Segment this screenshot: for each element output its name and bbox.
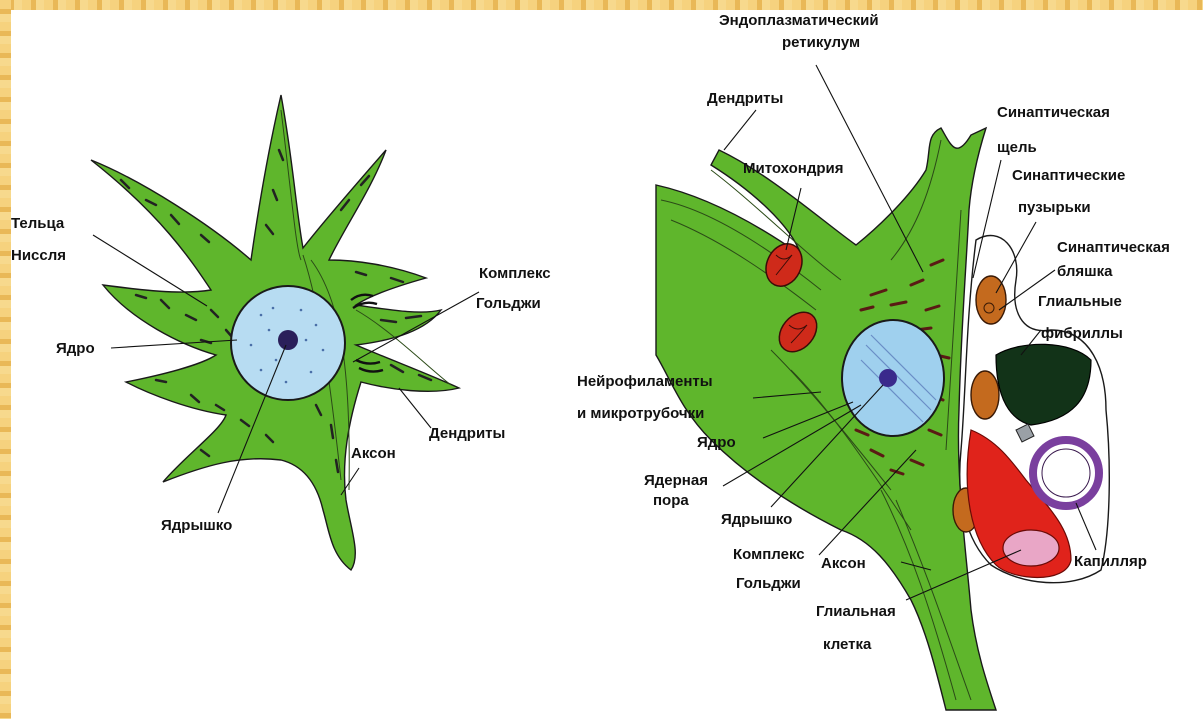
right-label-capillary: Капилляр <box>1074 553 1147 570</box>
left-label-nucleus: Ядро <box>56 340 95 357</box>
right-label-synaptic-cleft-line1: Синаптическая <box>997 104 1110 121</box>
right-neuron <box>656 128 996 710</box>
right-label-er-line2: ретикулум <box>782 34 860 51</box>
left-label-nucleolus: Ядрышко <box>161 517 232 534</box>
left-label-golgi-line2: Гольджи <box>476 295 541 312</box>
right-label-golgi-line2: Гольджи <box>736 575 801 592</box>
right-label-axon: Аксон <box>821 555 866 572</box>
right-label-mitochondrion: Митохондрия <box>743 160 844 177</box>
right-red-blood-cell <box>1003 530 1059 566</box>
right-label-dendrites: Дендриты <box>707 90 783 107</box>
right-label-plaque-line1: Синаптическая <box>1057 239 1170 256</box>
left-label-nissl-line1: Тельца <box>11 215 65 232</box>
right-label-neurofilaments-line2: и микротрубочки <box>577 405 704 422</box>
right-label-neurofilaments-line1: Нейрофиламенты <box>577 373 713 390</box>
left-pointer-dendrites <box>399 388 431 428</box>
neuron-diagram: Тельца Ниссля Ядро Ядрышко Комплекс Голь… <box>11 10 1203 719</box>
right-label-nuclear-pore-line1: Ядерная <box>644 472 708 489</box>
frame-left-border <box>0 0 11 719</box>
left-nucleolus <box>278 330 298 350</box>
right-label-nucleolus: Ядрышко <box>721 511 792 528</box>
diagram-panel: Тельца Ниссля Ядро Ядрышко Комплекс Голь… <box>11 10 1203 719</box>
frame-top-border <box>0 0 1203 10</box>
right-label-golgi-line1: Комплекс <box>733 546 805 563</box>
left-label-golgi-line1: Комплекс <box>479 265 551 282</box>
right-capillary-lumen <box>1042 449 1090 497</box>
right-label-synaptic-cleft-line2: щель <box>997 139 1037 156</box>
right-nucleolus <box>879 369 897 387</box>
right-pointer-dendrites <box>724 110 756 150</box>
right-label-glial-fibrils-line1: Глиальные <box>1038 293 1122 310</box>
right-label-glial-cell-line2: клетка <box>823 636 872 653</box>
right-label-plaque-line2: бляшка <box>1057 263 1113 280</box>
right-label-nuclear-pore-line2: пора <box>653 492 689 509</box>
right-label-vesicles-line1: Синаптические <box>1012 167 1125 184</box>
right-label-vesicles-line2: пузырьки <box>1018 199 1091 216</box>
left-label-dendrites: Дендриты <box>429 425 505 442</box>
left-neuron <box>91 95 459 570</box>
right-label-er-line1: Эндоплазматический <box>719 12 879 29</box>
left-label-axon: Аксон <box>351 445 396 462</box>
right-label-glial-fibrils-line2: фибриллы <box>1041 325 1123 342</box>
left-label-nissl-line2: Ниссля <box>11 247 66 264</box>
right-label-glial-cell-line1: Глиальная <box>816 603 896 620</box>
right-synaptic-plaque-2 <box>971 371 999 419</box>
right-label-nucleus: Ядро <box>697 434 736 451</box>
